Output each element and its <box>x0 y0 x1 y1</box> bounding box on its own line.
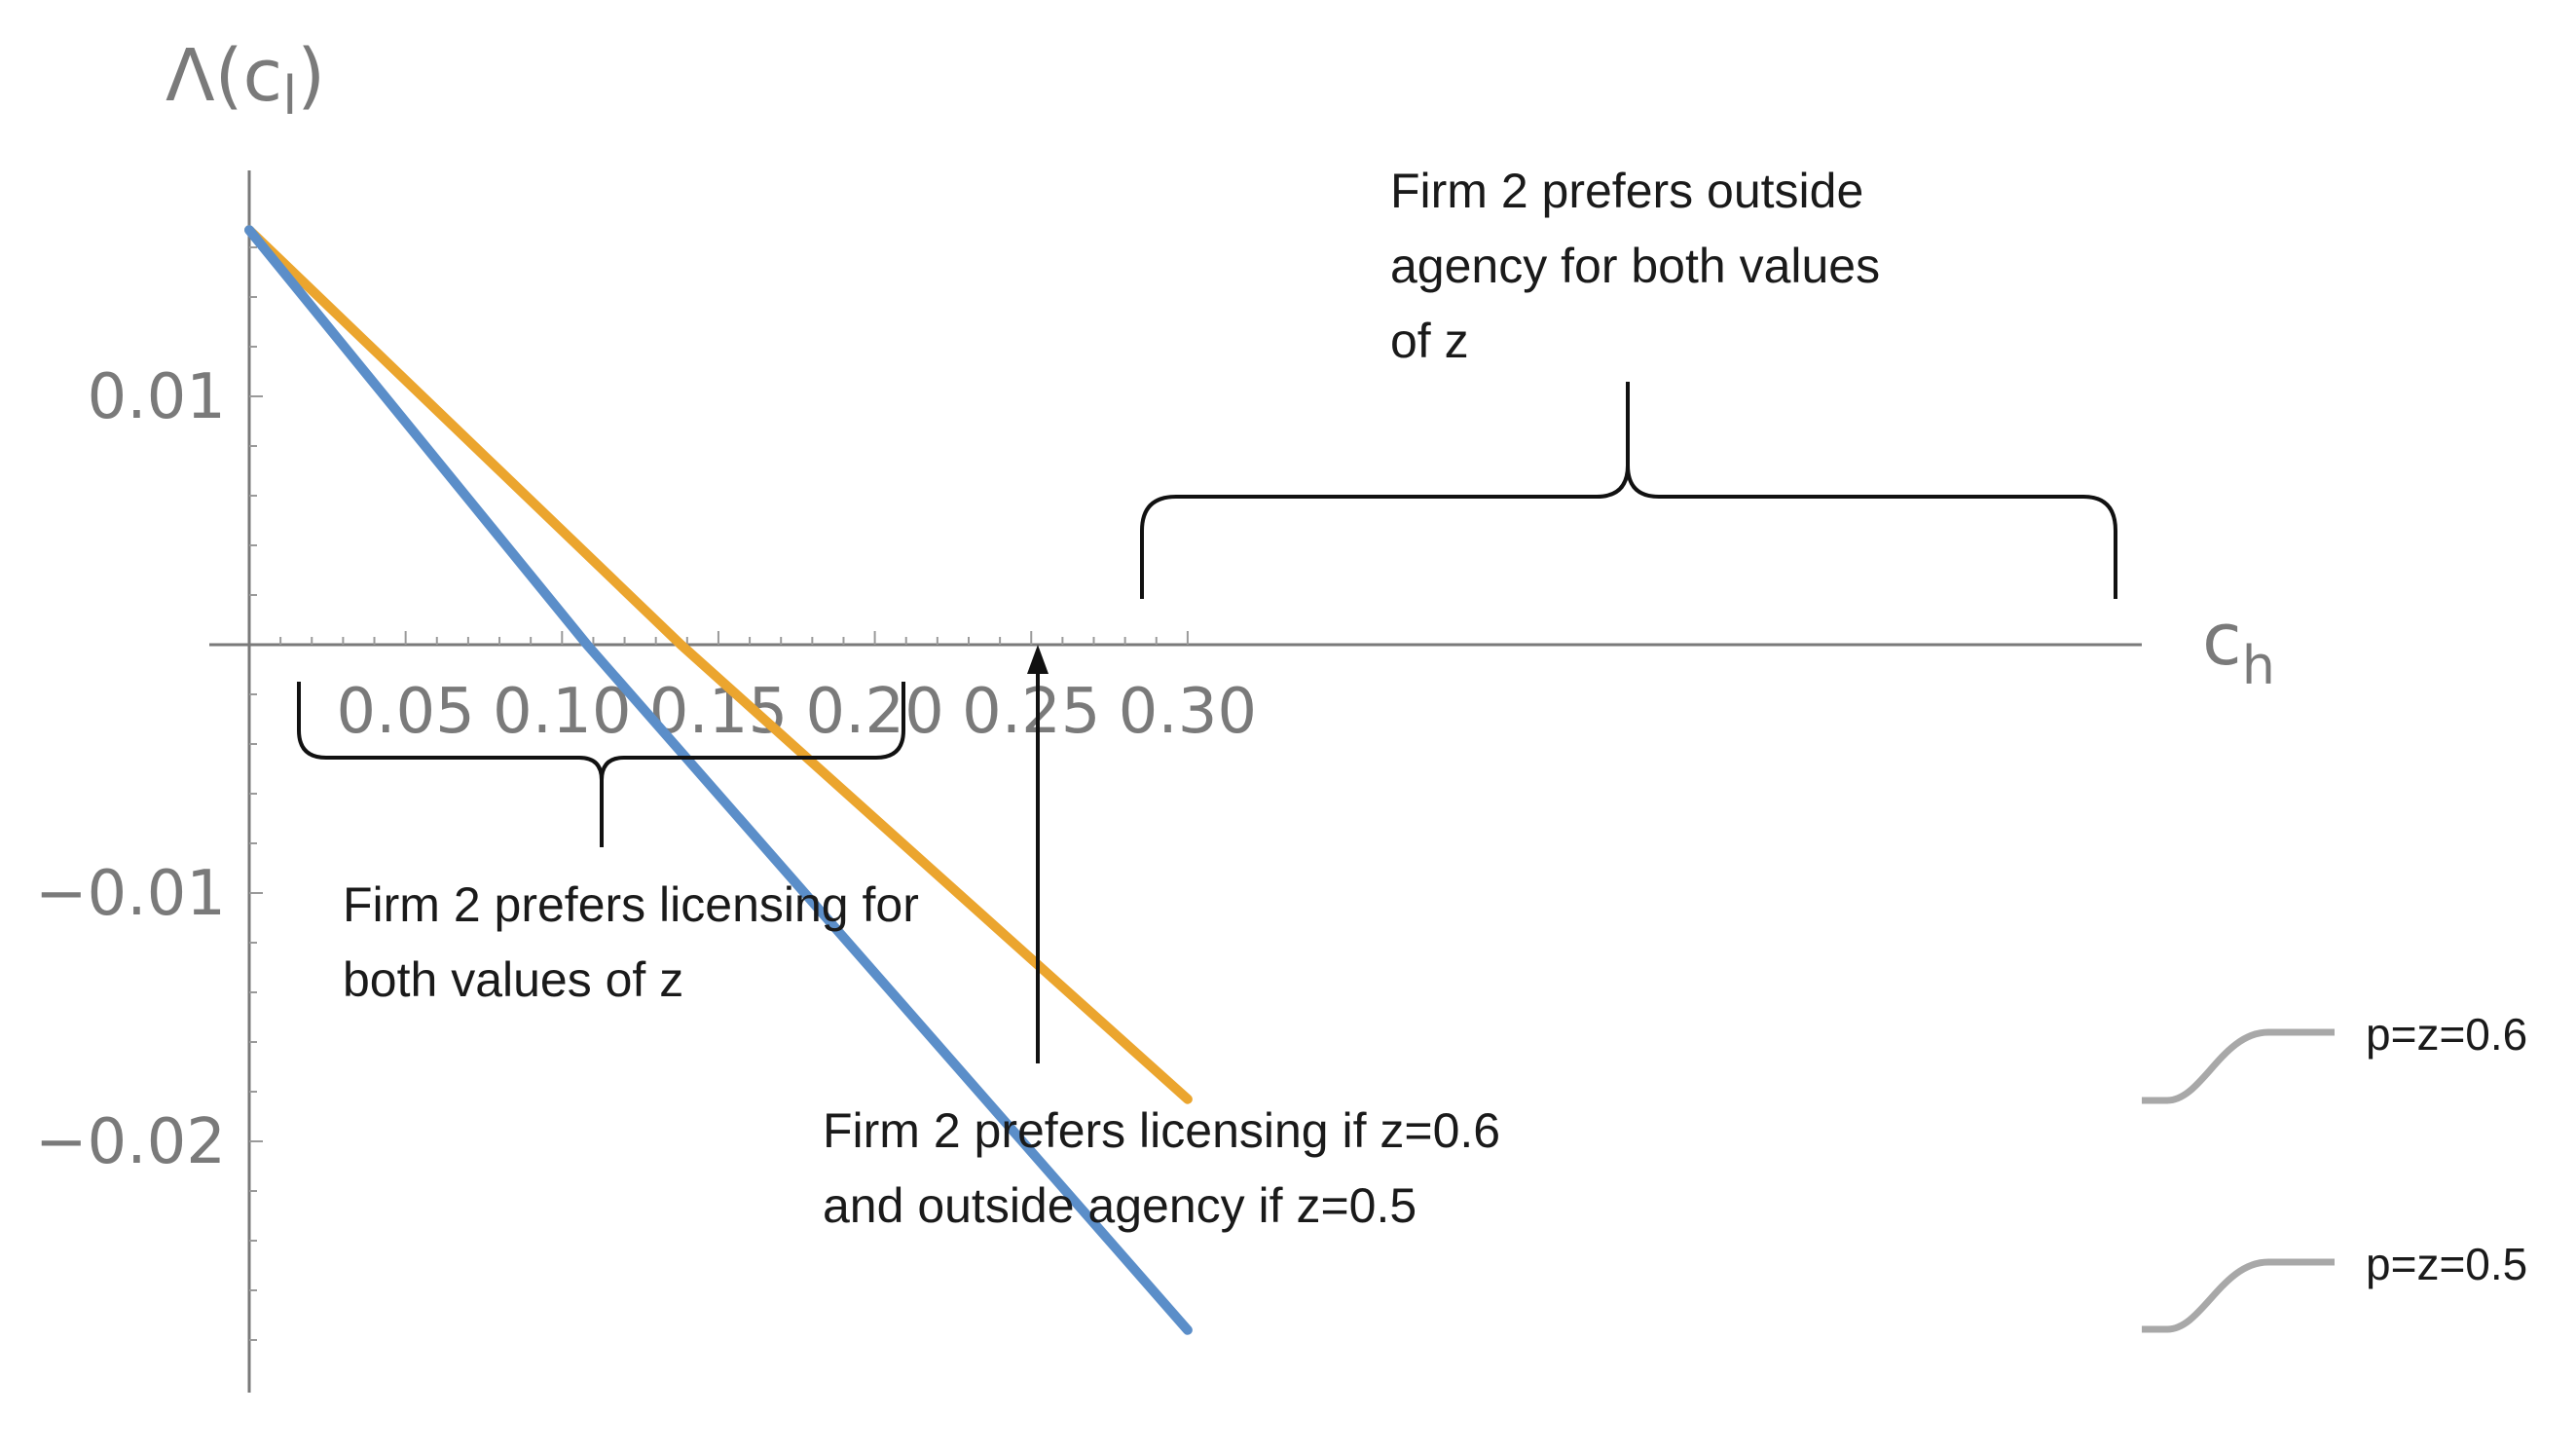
annotation-outside-agency: Firm 2 prefers outside agency for both v… <box>1390 164 1894 368</box>
x-tick-label: 0.25 <box>962 676 1101 748</box>
brace-outside-agency <box>1140 382 2117 599</box>
y-tick-label: 0.01 <box>88 361 227 433</box>
legend-connector-p06 <box>2142 1028 2335 1104</box>
annotation-arrow-head <box>1027 645 1049 674</box>
series-line-p05 <box>244 225 1193 1335</box>
x-tick-label: 0.20 <box>805 676 944 748</box>
legend-connector-p05 <box>2142 1258 2335 1333</box>
y-tick-label: −0.01 <box>35 858 226 930</box>
series-layer <box>244 225 1193 1335</box>
y-minor-ticks <box>249 246 263 1341</box>
x-tick-label: 0.10 <box>493 676 632 748</box>
x-minor-ticks <box>279 631 1189 645</box>
legend-label-p05: p=z=0.5 <box>2366 1239 2527 1289</box>
y-axis-title: Λ(cl) <box>166 34 325 127</box>
y-tick-labels: 0.01 −0.01 −0.02 <box>35 361 226 1178</box>
x-axis-title: ch <box>2202 598 2275 696</box>
brace-licensing <box>297 682 905 847</box>
y-tick-label: −0.02 <box>35 1106 226 1178</box>
x-tick-label: 0.05 <box>336 676 475 748</box>
annotation-mixed: Firm 2 prefers licensing if z=0.6 and ou… <box>823 1103 1514 1233</box>
series-line-p06 <box>244 225 1193 1104</box>
legend-label-p06: p=z=0.6 <box>2366 1009 2527 1060</box>
annotation-licensing: Firm 2 prefers licensing for both values… <box>343 877 933 1007</box>
x-tick-label: 0.30 <box>1119 676 1258 748</box>
